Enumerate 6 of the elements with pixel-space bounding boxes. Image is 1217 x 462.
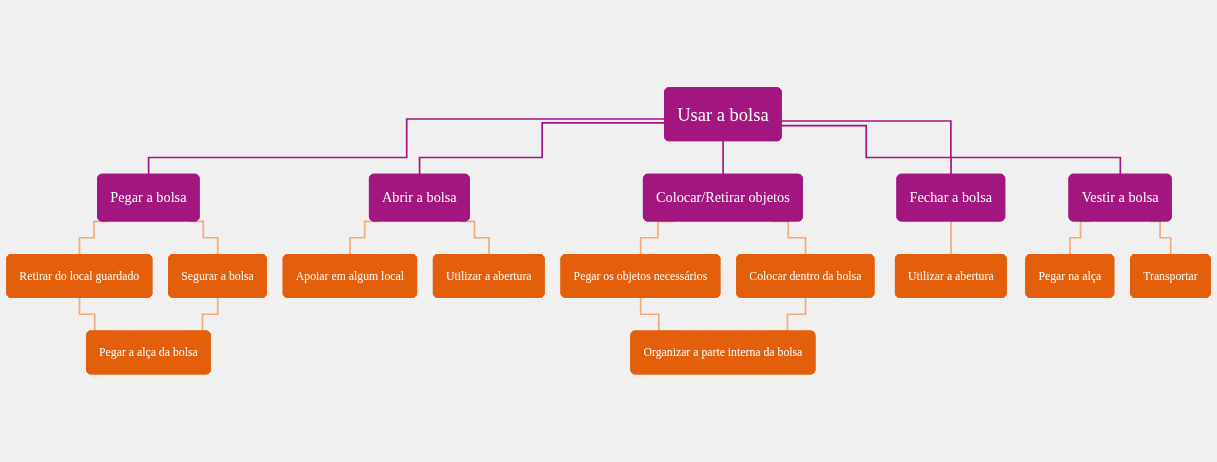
- connector: [418, 122, 666, 176]
- connector: [780, 120, 1122, 176]
- connector: [780, 125, 953, 176]
- connector: [950, 220, 953, 256]
- connector: [722, 140, 725, 176]
- connector: [147, 118, 666, 176]
